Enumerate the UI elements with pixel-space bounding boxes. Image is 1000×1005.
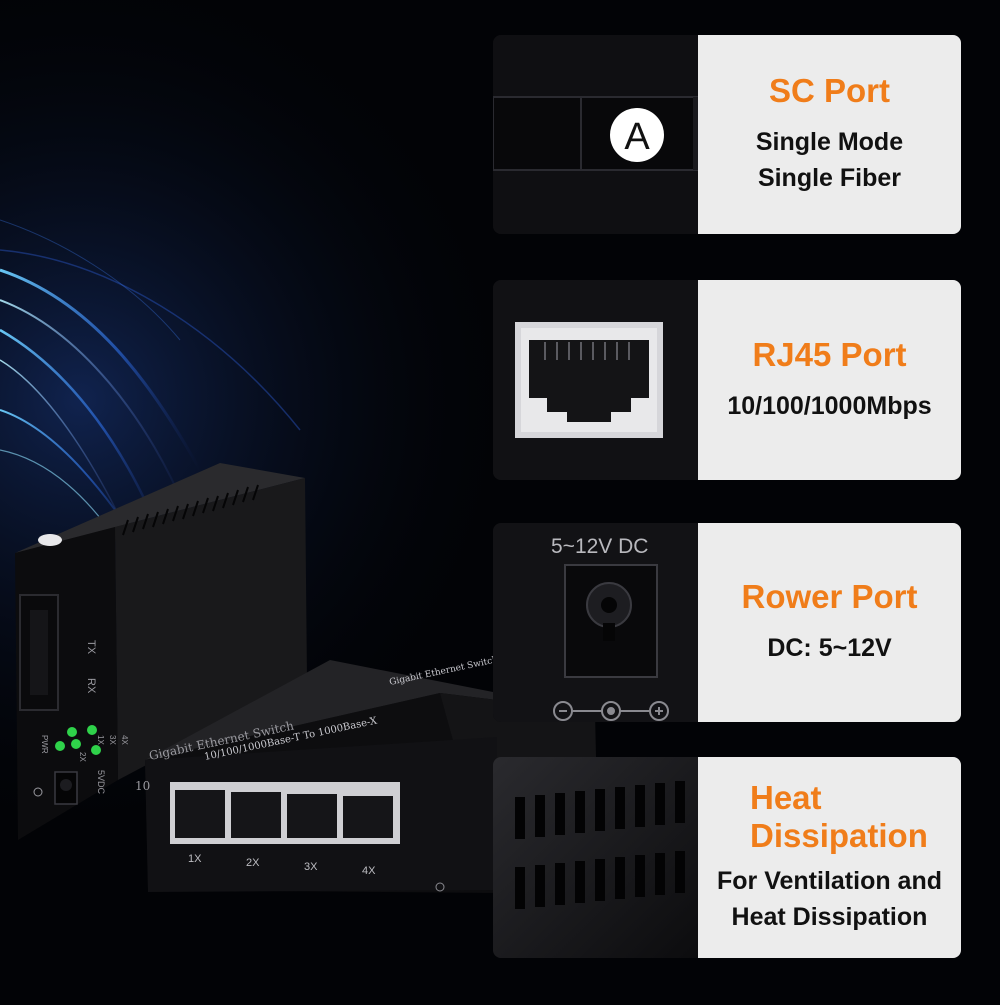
card-description-line: 10/100/1000Mbps bbox=[727, 391, 932, 420]
polarity-icon bbox=[553, 701, 669, 721]
fiber-port-icon: A bbox=[493, 35, 698, 234]
rj45-port-icon bbox=[287, 794, 337, 838]
card-description: Single Mode Single Fiber bbox=[756, 124, 903, 197]
feature-card-rj45-port: RJ45 Port 10/100/1000Mbps bbox=[493, 280, 961, 480]
converter-lid bbox=[15, 463, 305, 553]
converter-label: 5VDC bbox=[96, 770, 106, 795]
port-a-badge-icon bbox=[610, 108, 664, 162]
sc-port-text: SC Port Single Mode Single Fiber bbox=[698, 35, 961, 234]
card-title: Heat Dissipation bbox=[750, 779, 928, 855]
rj45-port-icon bbox=[175, 790, 225, 838]
card-description: 10/100/1000Mbps bbox=[727, 388, 931, 424]
card-description-line: Single Fiber bbox=[757, 164, 902, 193]
converter-label: 4X bbox=[120, 735, 129, 745]
converter-polarity-icon bbox=[33, 787, 43, 797]
dc-jack-icon: 5~12V DC bbox=[493, 523, 698, 722]
converter-label: PWR bbox=[40, 735, 49, 754]
converter-label: TX bbox=[85, 640, 97, 655]
feature-card-heat-dissipation: Heat Dissipation For Ventilation and Hea… bbox=[493, 757, 961, 958]
switch-port-row bbox=[170, 782, 400, 844]
card-description-line: DC: 5~12V bbox=[767, 634, 892, 663]
sc-port-photo: A bbox=[493, 35, 698, 234]
power-port-photo: 5~12V DC bbox=[493, 523, 698, 722]
switch-side-text: 10 bbox=[135, 779, 150, 793]
switch-port-label: 3X bbox=[304, 861, 318, 873]
converter-label: 3X bbox=[108, 735, 117, 745]
card-title-line: Heat bbox=[750, 779, 822, 817]
switch-lid-back bbox=[145, 660, 595, 760]
ethernet-port-icon bbox=[493, 280, 698, 480]
rj45-port-icon bbox=[231, 792, 281, 838]
card-description-line: Heat Dissipation bbox=[731, 903, 928, 932]
port-badge-letter: A bbox=[624, 116, 650, 158]
card-title: Rower Port bbox=[741, 578, 918, 616]
rj45-port-text: RJ45 Port 10/100/1000Mbps bbox=[698, 280, 961, 480]
converter-led-icons bbox=[55, 725, 101, 755]
card-title: SC Port bbox=[768, 72, 890, 110]
card-title-line: Dissipation bbox=[750, 817, 928, 855]
heat-dissipation-text: Heat Dissipation For Ventilation and Hea… bbox=[698, 757, 961, 958]
switch-port-label: 1X bbox=[188, 853, 202, 865]
converter-label: RX bbox=[85, 678, 97, 694]
converter-dc-pin bbox=[60, 779, 72, 791]
converter-sc-inner bbox=[30, 610, 48, 695]
card-description-line: Single Mode bbox=[755, 128, 904, 157]
rj45-port-photo bbox=[493, 280, 698, 480]
converter-vents bbox=[122, 484, 259, 536]
feature-card-power-port: 5~12V DC Rower Port DC: 5~12V bbox=[493, 523, 961, 722]
rj45-port-icon bbox=[343, 796, 393, 838]
switch-port-label: 4X bbox=[362, 865, 376, 877]
voltage-label: 5~12V DC bbox=[551, 535, 648, 558]
switch-screw-icon bbox=[435, 882, 445, 892]
converter-label: 1X bbox=[96, 735, 105, 745]
switch-port-label: 2X bbox=[246, 857, 260, 869]
converter-label: 2X bbox=[78, 752, 87, 762]
power-port-text: Rower Port DC: 5~12V bbox=[698, 523, 961, 722]
vent-grille-icon bbox=[493, 757, 698, 958]
heat-dissipation-photo bbox=[493, 757, 698, 958]
card-title: RJ45 Port bbox=[752, 335, 907, 373]
card-description-line: For Ventilation and bbox=[716, 867, 942, 896]
media-converter: TX RX PWR 1X 2X 3X 4X 5VDC bbox=[15, 463, 307, 840]
card-description: For Ventilation and Heat Dissipation bbox=[717, 863, 942, 936]
converter-screw bbox=[38, 534, 62, 546]
card-description: DC: 5~12V bbox=[767, 630, 891, 666]
feature-card-sc-port: A SC Port Single Mode Single Fiber bbox=[493, 35, 961, 234]
